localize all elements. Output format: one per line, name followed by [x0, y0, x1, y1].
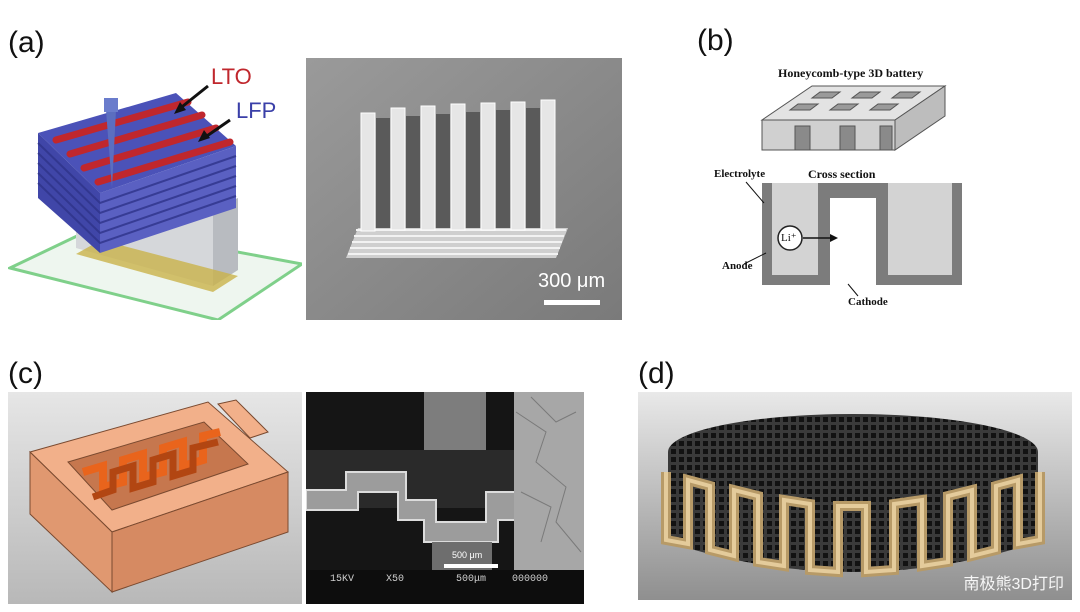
- panel-c-sem-image: 500 μm 15KV X50 500μm 000000: [306, 392, 584, 604]
- panel-label-c: (c): [8, 357, 43, 390]
- lto-label: LTO: [211, 64, 252, 89]
- watermark: 南极熊3D打印: [963, 576, 1064, 593]
- electrolyte-label: Electrolyte: [714, 168, 766, 180]
- honeycomb-title: Honeycomb-type 3D battery: [778, 66, 924, 80]
- panel-a-illustration: LTO LFP: [8, 58, 302, 320]
- panel-d-render: 南极熊3D打印: [638, 392, 1072, 600]
- panel-label-b: (b): [697, 24, 734, 57]
- panel-b-schematic: Honeycomb-type 3D battery Cross section …: [700, 58, 980, 320]
- cross-section-title: Cross section: [808, 167, 876, 181]
- anode-label: Anode: [722, 260, 753, 272]
- sem-footer-id: 000000: [512, 574, 549, 585]
- lfp-label: LFP: [236, 98, 277, 123]
- sem-footer-kv: 15KV: [330, 574, 355, 585]
- sem-scalebar-label-c: 500 μm: [452, 550, 483, 560]
- panel-a-sem-image: 300 μm: [306, 58, 622, 320]
- cathode-label: Cathode: [848, 296, 888, 308]
- sem-scalebar-label-a: 300 μm: [538, 270, 606, 292]
- sem-footer-scale: 500μm: [456, 574, 487, 585]
- sem-footer-mag: X50: [386, 574, 405, 585]
- panel-label-d: (d): [638, 357, 675, 390]
- panel-label-a: (a): [8, 26, 45, 59]
- panel-c-render: [8, 392, 302, 604]
- li-ion-label: Li⁺: [781, 232, 797, 244]
